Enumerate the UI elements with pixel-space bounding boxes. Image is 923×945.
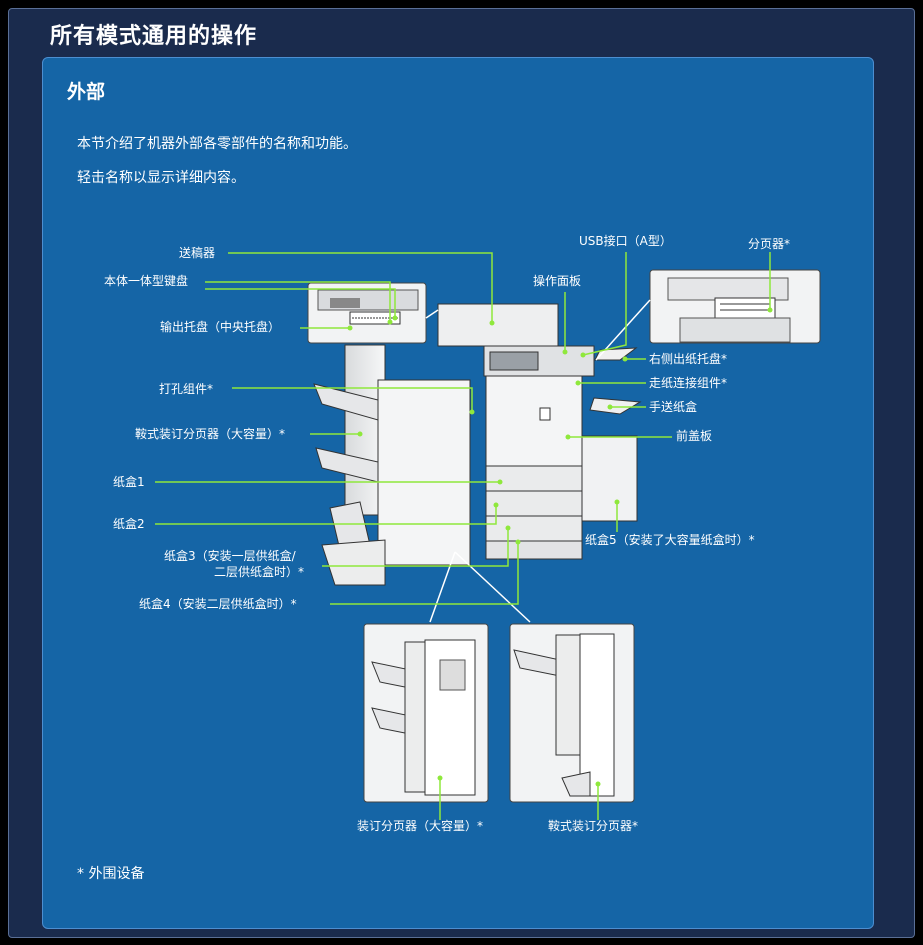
label-output-tray[interactable]: 输出托盘（中央托盘） [160, 320, 281, 334]
label-keyboard[interactable]: 本体一体型键盘 [104, 274, 189, 288]
label-job-separator[interactable]: 分页器* [748, 237, 791, 251]
section-title: 外部 [67, 81, 106, 103]
label-punch-module[interactable]: 打孔组件* [159, 382, 214, 396]
label-document-feeder[interactable]: 送稿器 [179, 246, 216, 260]
saddle-finisher-inset [509, 623, 635, 803]
label-tray3-line1[interactable]: 纸盒3（安装一层供纸盒/ [164, 549, 296, 563]
label-tray2[interactable]: 纸盒2 [113, 517, 145, 531]
main-machine [313, 303, 642, 586]
leader-lines [155, 252, 771, 820]
label-tray5[interactable]: 纸盒5（安装了大容量纸盒时）* [585, 533, 755, 547]
footnote: * 外围设备 [77, 866, 145, 882]
keyboard-inset [307, 282, 427, 344]
label-tray1[interactable]: 纸盒1 [113, 475, 145, 489]
separator-inset [649, 269, 821, 344]
leader-dots [347, 307, 773, 787]
label-saddle-finisher-large[interactable]: 鞍式装订分页器（大容量）* [135, 427, 286, 441]
label-finisher-large[interactable]: 装订分页器（大容量）* [357, 819, 484, 833]
label-right-output-tray[interactable]: 右侧出纸托盘* [649, 352, 728, 366]
label-saddle-finisher[interactable]: 鞍式装订分页器* [548, 819, 639, 833]
label-tray3-line2[interactable]: 二层供纸盒时）* [214, 565, 305, 579]
intro-text-2: 轻击名称以显示详细内容。 [77, 170, 245, 186]
label-tray4[interactable]: 纸盒4（安装二层供纸盒时）* [139, 597, 297, 611]
label-operation-panel[interactable]: 操作面板 [533, 274, 582, 288]
intro-text-1: 本节介绍了机器外部各零部件的名称和功能。 [77, 136, 357, 152]
label-front-cover[interactable]: 前盖板 [676, 429, 713, 443]
label-bypass-tray[interactable]: 手送纸盒 [649, 400, 698, 414]
label-usb-port[interactable]: USB接口（A型） [579, 234, 672, 248]
finisher-large-inset [363, 623, 489, 803]
page-title: 所有模式通用的操作 [50, 23, 258, 49]
label-paper-pass-unit[interactable]: 走纸连接组件* [649, 376, 728, 390]
